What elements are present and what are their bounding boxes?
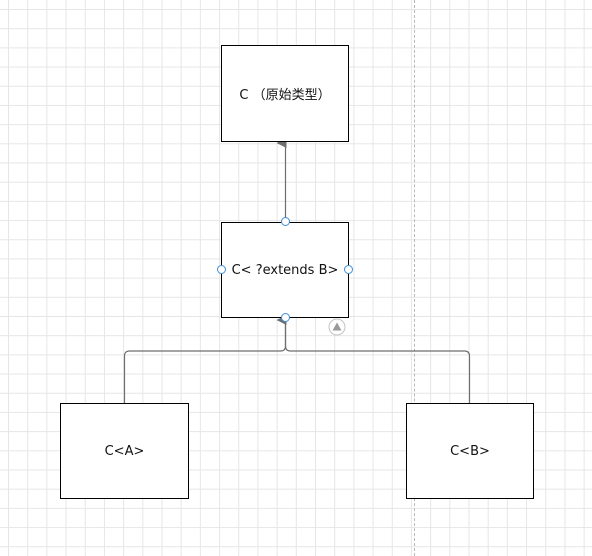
connection-handle-right[interactable] bbox=[344, 265, 353, 274]
edge-b-to-wildcard[interactable] bbox=[284, 320, 471, 404]
connection-handle-top[interactable] bbox=[281, 217, 290, 226]
connection-handle-bottom[interactable] bbox=[281, 313, 290, 322]
node-raw-type-label: C （原始类型） bbox=[239, 88, 331, 103]
up-triangle-icon[interactable] bbox=[328, 318, 346, 336]
node-c-b-label: C<B> bbox=[450, 443, 490, 459]
node-c-a[interactable]: C<A> bbox=[60, 403, 189, 499]
node-c-b[interactable]: C<B> bbox=[406, 403, 534, 499]
page-break-line bbox=[414, 0, 415, 556]
node-raw-type[interactable]: C （原始类型） bbox=[221, 45, 349, 142]
node-wildcard-extends-label: C< ?extends B> bbox=[231, 262, 339, 278]
edge-a-to-wildcard[interactable] bbox=[123, 315, 287, 404]
connection-handle-left[interactable] bbox=[217, 265, 226, 274]
node-wildcard-extends[interactable]: C< ?extends B> bbox=[221, 222, 349, 318]
node-c-a-label: C<A> bbox=[104, 443, 145, 459]
